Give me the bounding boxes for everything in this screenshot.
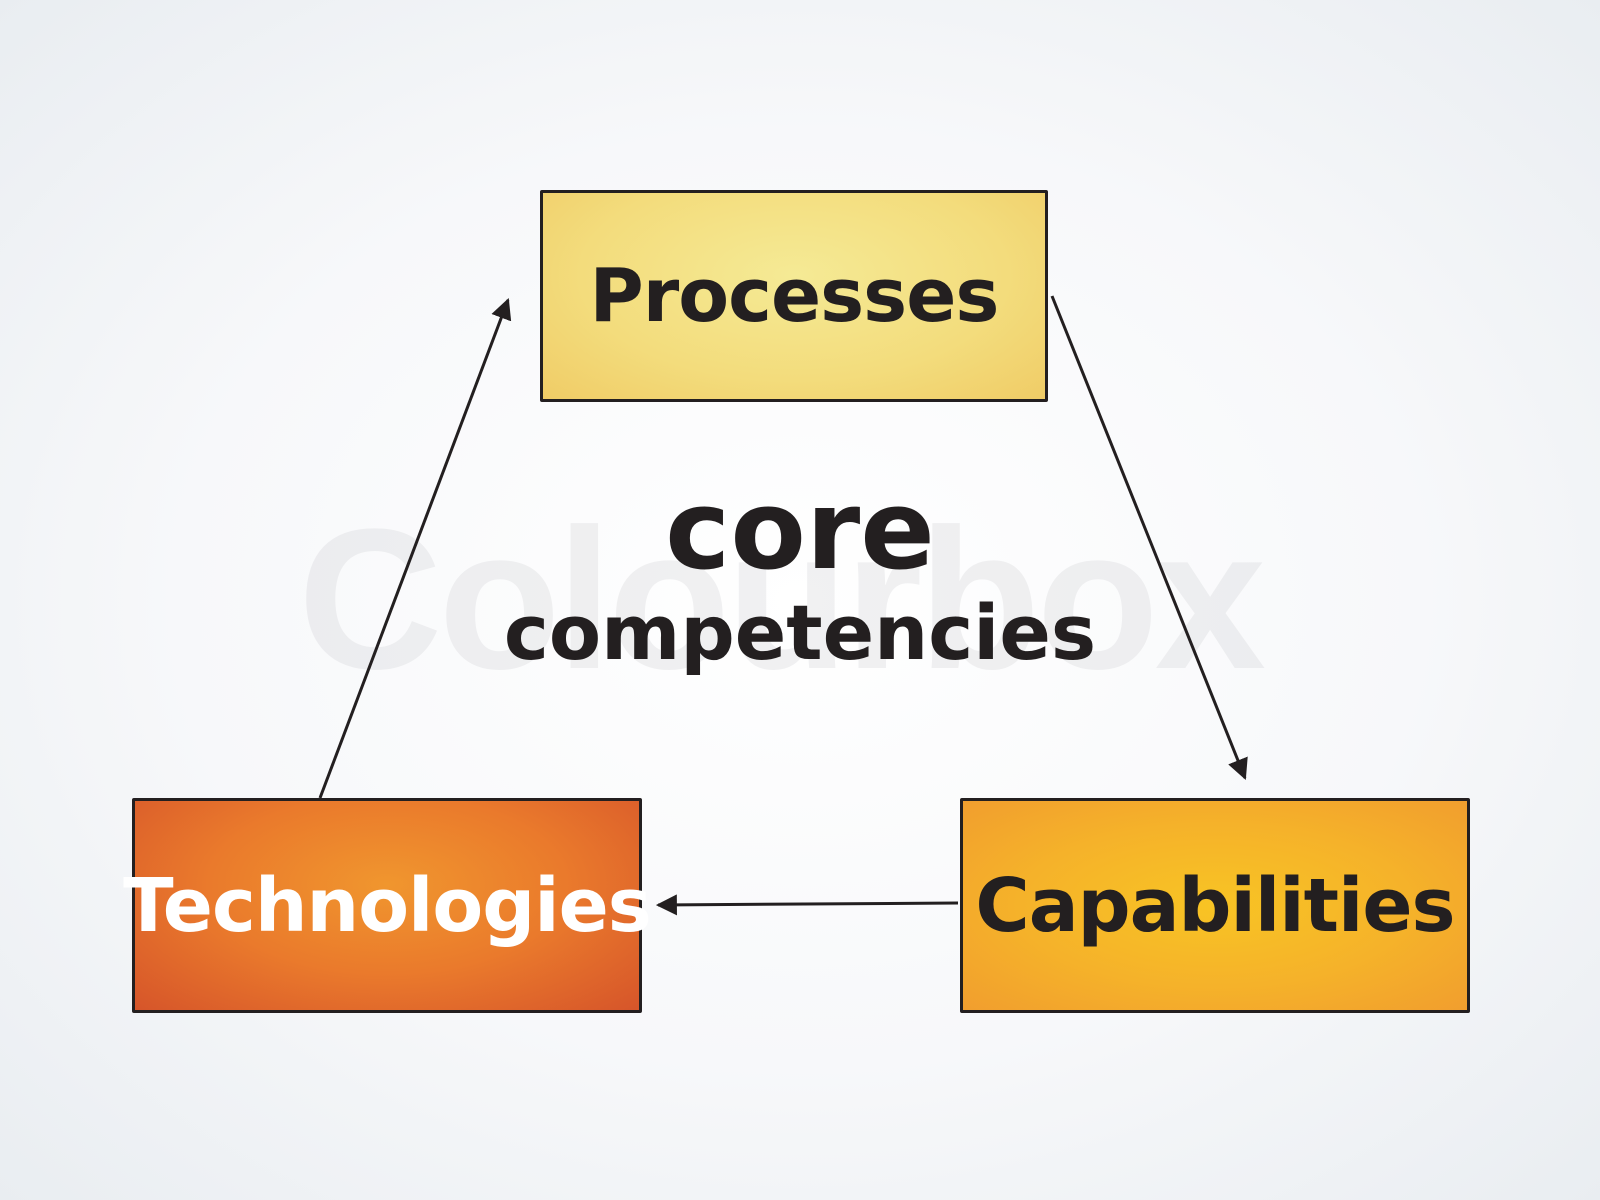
node-technologies: Technologies [123, 798, 652, 1013]
node-label: Capabilities [975, 862, 1455, 949]
center-title-line1: core [665, 466, 935, 594]
node-capabilities: Capabilities [960, 798, 1470, 1013]
center-title-line2: competencies [503, 588, 1097, 677]
center-title: core competencies [420, 470, 1180, 676]
arrow-capabilities-to-technologies [655, 894, 959, 916]
arrow-processes-to-capabilities [1050, 295, 1248, 780]
node-label: Technologies [123, 862, 652, 949]
node-processes: Processes [540, 190, 1048, 402]
arrow-technologies-to-processes [318, 298, 512, 799]
node-label: Processes [589, 253, 1000, 339]
watermark: Colourbox [298, 488, 1266, 711]
